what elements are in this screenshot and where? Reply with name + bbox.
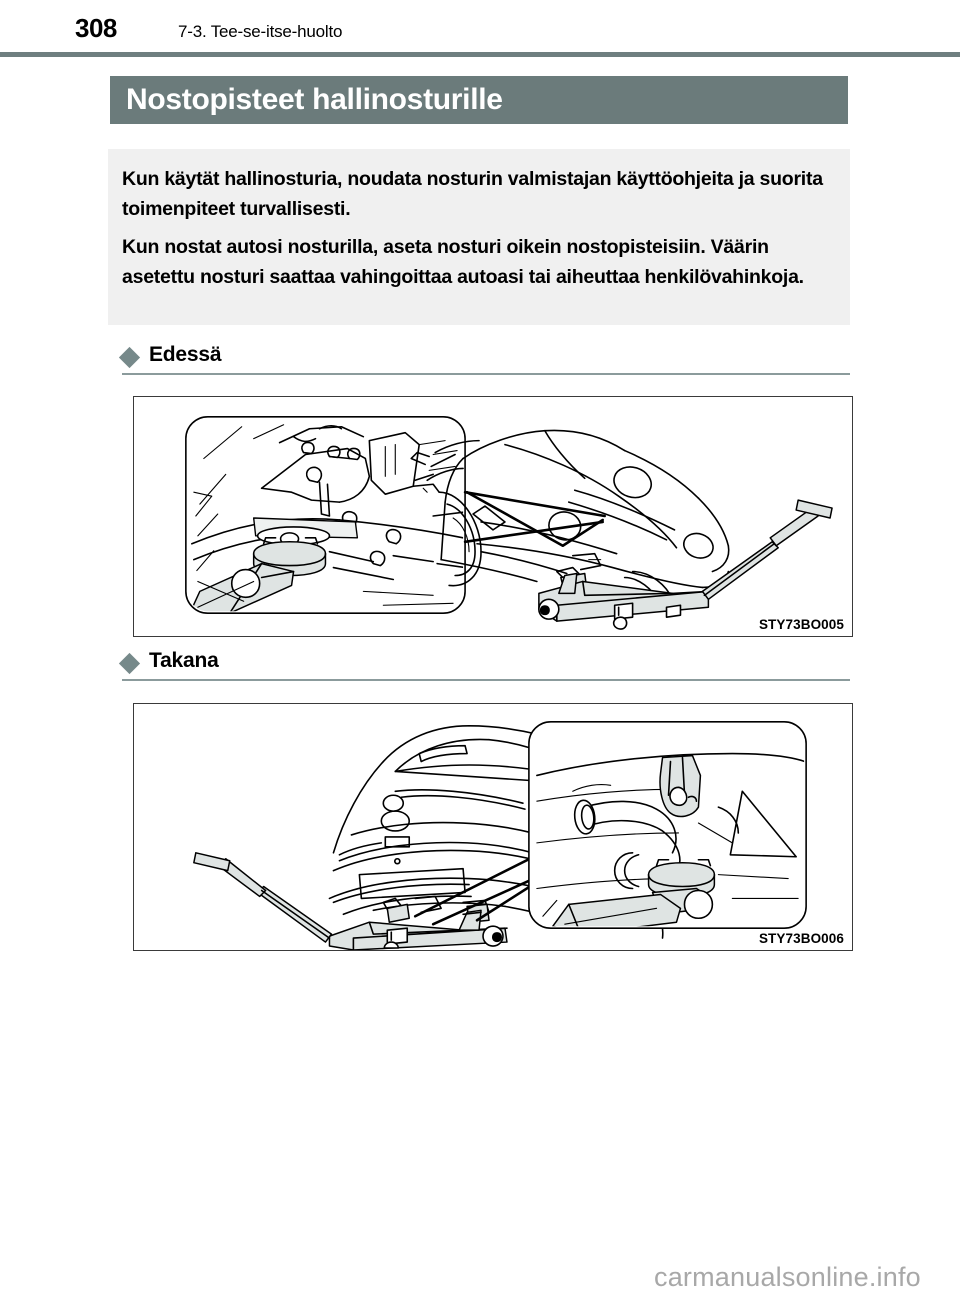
section-heading-rule [122, 679, 850, 681]
page-number: 308 [75, 13, 117, 43]
diamond-bullet-icon [118, 652, 141, 675]
figure-caption: STY73BO006 [758, 931, 844, 946]
section-heading-label: Edessä [149, 343, 222, 366]
diamond-bullet-icon [118, 346, 141, 369]
chapter-title-band: Nostopisteet hallinosturille [110, 76, 848, 124]
section-heading-edessa: Edessä [118, 342, 850, 376]
rear-jack-point-drawing [193, 721, 807, 950]
section-heading-rule [122, 373, 850, 375]
section-heading-takana: Takana [118, 648, 850, 682]
figure-caption: STY73BO005 [758, 617, 844, 632]
warning-notice-box: Kun käytät hallinosturia, noudata nostur… [108, 149, 850, 325]
header-divider [0, 52, 960, 57]
notice-paragraph-2: Kun nostat autosi nosturilla, aseta nost… [122, 236, 804, 288]
notice-paragraph-1: Kun käytät hallinosturia, noudata nostur… [122, 168, 823, 220]
front-jack-point-illustration: STY73BO005 [133, 396, 853, 637]
section-heading-label: Takana [149, 649, 219, 672]
front-jack-point-drawing [185, 416, 833, 630]
site-watermark: carmanualsonline.info [654, 1262, 921, 1292]
page-header: 308 7-3. Tee-se-itse-huolto [0, 0, 960, 53]
rear-jack-point-illustration: STY73BO006 [133, 703, 853, 951]
section-breadcrumb: 7-3. Tee-se-itse-huolto [178, 22, 343, 41]
page-title: Nostopisteet hallinosturille [126, 83, 503, 116]
